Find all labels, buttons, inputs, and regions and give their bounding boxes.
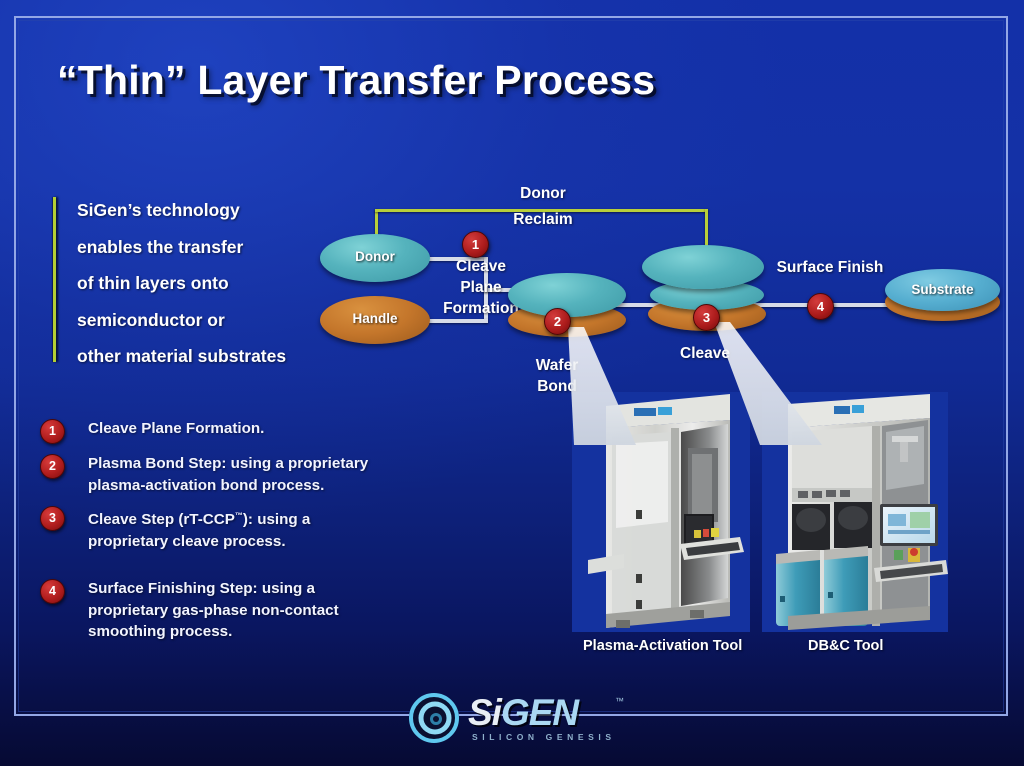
sigen-logo: SiGEN ™ SILICON GENESIS — [408, 690, 638, 746]
intro-accent-bar — [53, 197, 56, 362]
intro-line: enables the transfer — [77, 236, 244, 257]
plasma-activation-tool-caption: Plasma-Activation Tool — [583, 638, 743, 654]
donor-disc: Donor — [320, 234, 430, 282]
step1-label-line1: Cleave — [456, 258, 506, 275]
step2-label-line1: Wafer — [535, 357, 579, 374]
step-text-3: Cleave Step (rT-CCP™): using a proprieta… — [88, 511, 311, 550]
diagram-badge-4: 4 — [807, 293, 834, 320]
step-badge-2: 2 — [40, 454, 65, 479]
wire-handle-to-step1 — [428, 319, 488, 323]
substrate-disc-label: Substrate — [911, 282, 974, 297]
diagram-badge-1: 1 — [462, 231, 489, 258]
step4-label: Surface Finish — [776, 259, 884, 276]
sigen-logo-si: Si — [468, 692, 502, 733]
reclaim-label-line2: Reclaim — [513, 211, 573, 228]
list-item: 1 Cleave Plane Formation. — [40, 418, 370, 444]
handle-disc: Handle — [320, 296, 430, 344]
reclaim-label-2: Reclaim — [488, 211, 598, 229]
bond-stack-top-disc — [508, 273, 626, 317]
list-item: 3 Cleave Step (rT-CCP™): using a proprie… — [40, 505, 370, 552]
step3-label: Cleave — [680, 345, 730, 362]
diagram-badge-2: 2 — [544, 308, 571, 335]
steps-list: 1 Cleave Plane Formation. 2 Plasma Bond … — [40, 418, 370, 652]
intro-line: of thin layers onto — [77, 273, 229, 293]
donor-disc-label: Donor — [355, 249, 395, 264]
diagram-badge-3: 3 — [693, 304, 720, 331]
dbc-tool-caption: DB&C Tool — [808, 638, 884, 654]
intro-line: semiconductor or — [77, 309, 225, 330]
step-badge-3: 3 — [40, 506, 65, 531]
step-text-2: Plasma Bond Step: using a proprietary pl… — [88, 455, 369, 494]
sigen-logo-tagline: SILICON GENESIS — [472, 732, 616, 742]
step-badge-4: 4 — [40, 579, 65, 605]
reclaim-path-right — [705, 209, 708, 251]
reclaim-path-top — [375, 209, 708, 212]
list-item: 4 Surface Finishing Step: using a propri… — [40, 578, 370, 643]
intro-line: SiGen’s technology — [77, 200, 240, 220]
sigen-logo-text: SiGEN — [468, 692, 579, 734]
wire-donor-to-step1 — [428, 257, 488, 261]
handle-disc-label: Handle — [352, 311, 398, 326]
cleave-stack-lifted-disc — [642, 245, 764, 289]
reclaim-label-line1: Donor — [520, 185, 566, 202]
sigen-logo-mark — [409, 693, 459, 743]
step1-label-line2: Plane — [460, 279, 502, 296]
step-text-1: Cleave Plane Formation. — [88, 420, 265, 437]
step-text-4: Surface Finishing Step: using a propriet… — [88, 580, 339, 641]
page-title: “Thin” Layer Transfer Process — [57, 57, 656, 103]
callout-cone-plasma — [568, 327, 636, 445]
list-item: 2 Plasma Bond Step: using a proprietary … — [40, 453, 370, 496]
step1-label-line3: Formation — [443, 300, 519, 317]
step2-label-line2: Bond — [537, 378, 577, 395]
reclaim-path-left — [375, 209, 378, 245]
sigen-logo-trademark: ™ — [615, 696, 624, 706]
intro-text: SiGen’s technology enables the transfer … — [77, 192, 343, 375]
intro-line: other material substrates — [77, 346, 287, 366]
substrate-disc: Substrate — [885, 269, 1000, 311]
reclaim-label: Donor — [488, 185, 598, 203]
callout-cone-dbc — [714, 322, 822, 445]
intro-block: SiGen’s technology enables the transfer … — [53, 192, 343, 375]
process-flow-diagram: Donor Reclaim Donor Handle 1 Cleave Plan… — [310, 185, 1010, 395]
wire-bond-to-cleave — [612, 303, 666, 307]
sigen-logo-gen: GEN — [500, 692, 579, 733]
step-badge-1: 1 — [40, 419, 65, 444]
